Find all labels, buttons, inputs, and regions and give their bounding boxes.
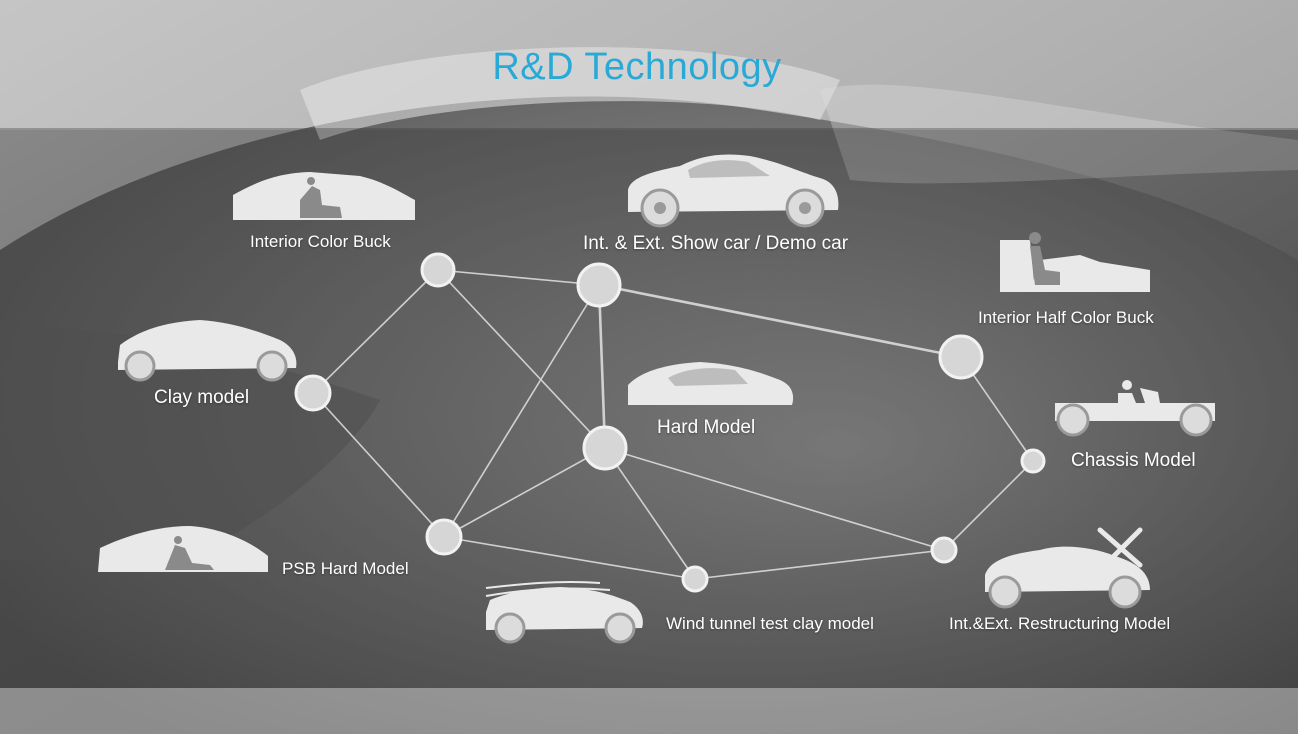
tools-icon bbox=[1097, 527, 1143, 568]
edge bbox=[598, 283, 962, 359]
node-wind-tunnel bbox=[681, 565, 709, 593]
node-interior-color-buck bbox=[420, 252, 456, 288]
edge bbox=[443, 284, 600, 538]
sedan-icon bbox=[628, 154, 839, 228]
psb-buck-icon bbox=[98, 526, 268, 572]
edge bbox=[943, 460, 1034, 551]
half-buck-icon bbox=[1000, 232, 1150, 292]
label-wind-tunnel: Wind tunnel test clay model bbox=[666, 614, 874, 633]
edge bbox=[443, 536, 696, 580]
edge bbox=[597, 284, 607, 449]
edge bbox=[312, 392, 445, 538]
clay-car-icon bbox=[118, 320, 297, 382]
node-psb-hard-model bbox=[425, 518, 463, 556]
edge bbox=[604, 447, 696, 580]
label-restructuring-model: Int.&Ext. Restructuring Model bbox=[949, 614, 1171, 633]
car-body-shape bbox=[0, 96, 1298, 734]
edge bbox=[437, 269, 600, 286]
node-restructuring bbox=[930, 536, 958, 564]
node-clay-model bbox=[294, 374, 332, 412]
hard-model-car-icon bbox=[628, 362, 794, 405]
page-title: R&D Technology bbox=[492, 46, 782, 88]
label-show-car: Int. & Ext. Show car / Demo car bbox=[583, 233, 849, 254]
label-interior-half-color-buck: Interior Half Color Buck bbox=[978, 308, 1154, 327]
label-hard-model: Hard Model bbox=[657, 417, 756, 438]
chassis-icon bbox=[1055, 380, 1215, 437]
edge bbox=[443, 447, 606, 538]
wind-tunnel-car-icon bbox=[485, 580, 643, 644]
interior-buck-icon bbox=[233, 172, 415, 220]
edge bbox=[604, 447, 945, 551]
node-chassis-model bbox=[1020, 448, 1046, 474]
label-clay-model: Clay model bbox=[154, 387, 250, 408]
node-show-car bbox=[576, 262, 622, 308]
node-interior-half-color-buck bbox=[938, 334, 984, 380]
label-psb-hard-model: PSB Hard Model bbox=[282, 559, 409, 578]
edge bbox=[694, 549, 945, 580]
label-interior-color-buck: Interior Color Buck bbox=[250, 232, 391, 251]
edge bbox=[312, 269, 439, 394]
edge bbox=[437, 269, 606, 449]
label-chassis-model: Chassis Model bbox=[1071, 450, 1196, 471]
node-hard-model bbox=[582, 425, 628, 471]
